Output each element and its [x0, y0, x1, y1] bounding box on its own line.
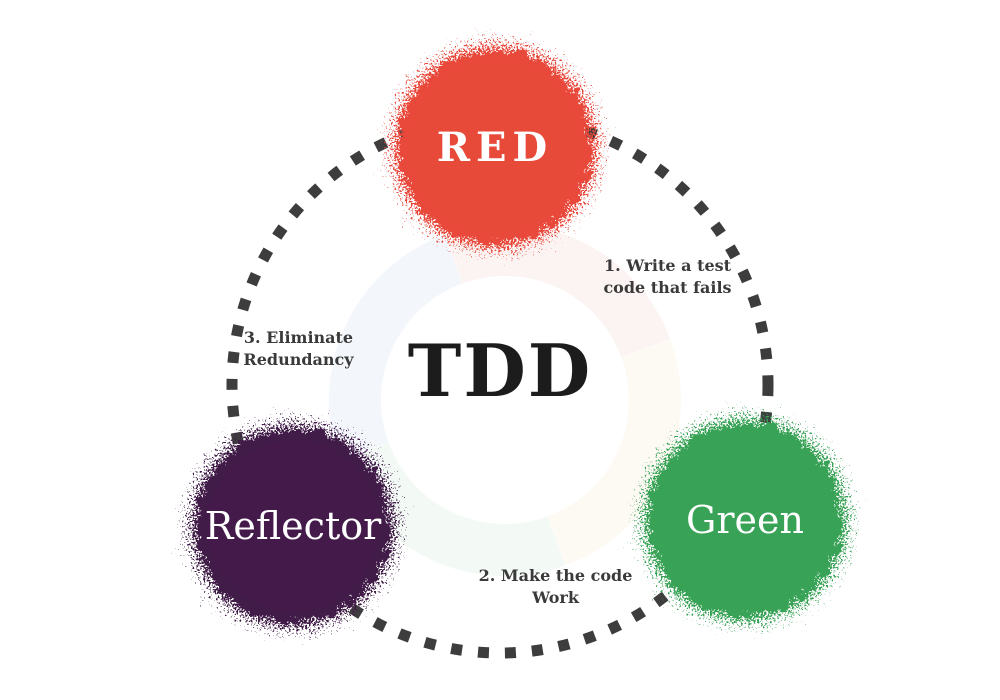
watermark-arc-red — [329, 224, 681, 576]
node-red-label: RED — [437, 124, 553, 171]
watermark-arc-blue — [329, 224, 681, 576]
cycle-ring — [226, 111, 774, 659]
node-reflector: Reflector — [193, 426, 393, 626]
watermark-logo — [329, 224, 681, 576]
step-2-label: 2. Make the code Work — [478, 566, 633, 608]
watermark-arc-green — [329, 224, 681, 576]
node-green-label: Green — [686, 498, 804, 542]
node-red: RED — [395, 47, 595, 247]
node-reflector-label: Reflector — [205, 504, 382, 548]
step-1-label: 1. Write a test code that fails — [603, 256, 732, 298]
node-green-core — [659, 434, 831, 606]
step-3-label: 3. Eliminate Redundancy — [243, 328, 354, 370]
node-reflector-core — [207, 440, 379, 612]
node-red-core — [409, 61, 581, 233]
diagram-title: TDD — [407, 328, 593, 413]
node-green: Green — [645, 420, 845, 620]
watermark-arc-yellow — [329, 224, 681, 576]
